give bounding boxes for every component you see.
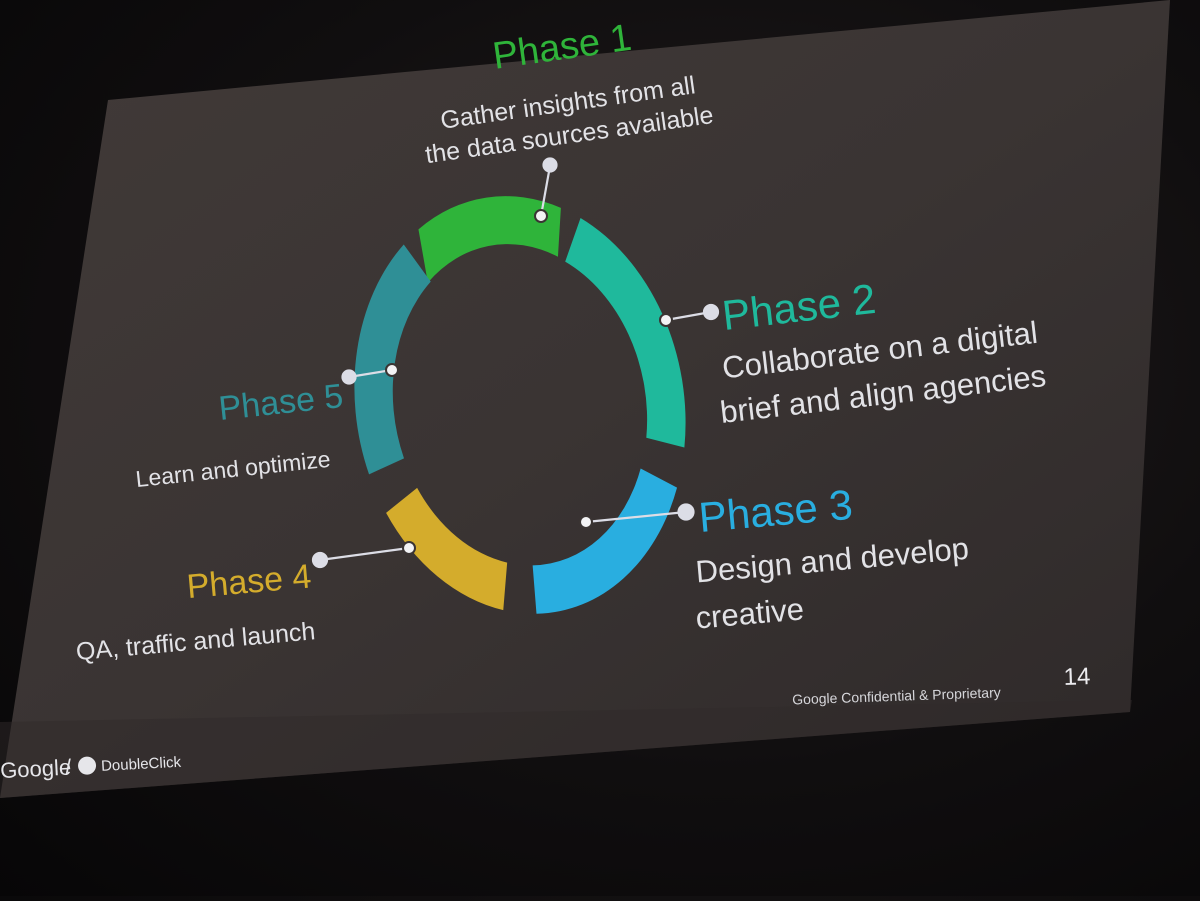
connector-phase-4 xyxy=(311,541,416,569)
ring-segment-phase-2 xyxy=(565,217,686,448)
connectors xyxy=(311,157,720,569)
ring-segment-phase-4 xyxy=(386,487,508,611)
ring-segment-phase-1 xyxy=(418,196,561,283)
connector-phase-2 xyxy=(659,303,720,327)
doubleclick-wordmark: DoubleClick xyxy=(101,754,182,775)
doubleclick-icon xyxy=(78,756,97,775)
confidential-notice: Google Confidential & Proprietary xyxy=(792,684,1001,707)
page-number: 14 xyxy=(1063,663,1091,691)
ring-segment-phase-3 xyxy=(532,468,678,614)
slide-footer: Google Confidential & Proprietary 14 xyxy=(792,663,1091,707)
connector-phase-5 xyxy=(341,363,399,385)
ring-segment-phase-5 xyxy=(354,244,431,475)
slide-logo-band xyxy=(0,700,1132,798)
google-doubleclick-logo: Google / DoubleClick xyxy=(0,754,182,783)
google-wordmark: Google xyxy=(0,754,72,783)
connector-phase-3 xyxy=(579,503,695,529)
connector-phase-1 xyxy=(534,157,558,223)
slide-background xyxy=(0,0,1170,798)
phase-ring xyxy=(354,196,686,614)
logo-separator: / xyxy=(64,754,72,779)
